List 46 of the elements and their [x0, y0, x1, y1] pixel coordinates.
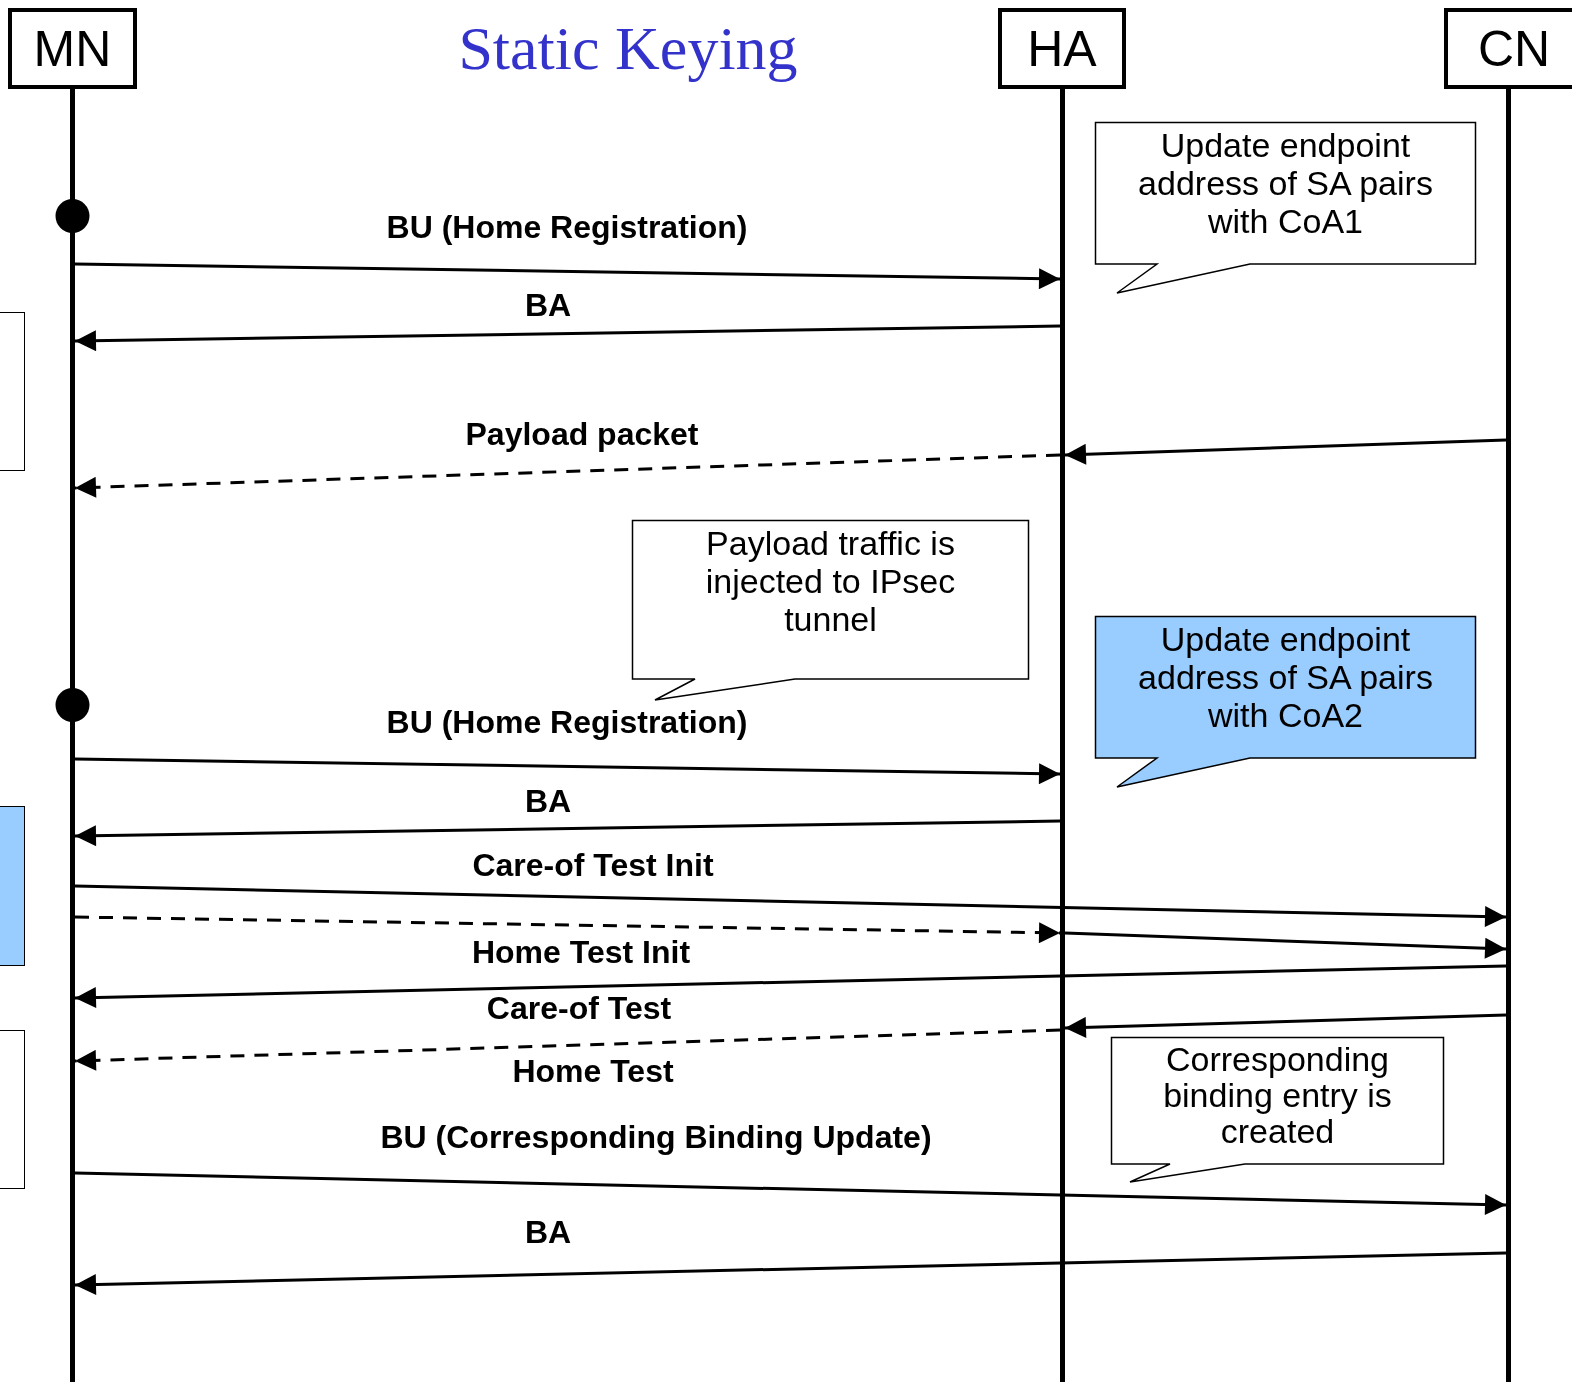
lifeline	[1060, 89, 1065, 1382]
message-arrow	[74, 262, 1061, 290]
message-arrow	[74, 1028, 1061, 1071]
participant-box	[998, 8, 1126, 89]
note-box	[0, 806, 25, 966]
participant-box	[1444, 8, 1572, 89]
edge-label: Home Test Init	[471, 936, 691, 968]
edge-label: Home Test	[512, 1055, 674, 1087]
edge-label: BA	[524, 289, 572, 321]
lifeline	[1506, 89, 1511, 1382]
message-arrow	[74, 1171, 1507, 1216]
participant-box	[8, 8, 137, 89]
message-arrow	[1064, 438, 1507, 465]
note-text: Update endpoint address of SA pairs with CoA1	[1137, 125, 1434, 240]
edge-label: Payload packet	[465, 418, 699, 450]
message-arrow	[74, 757, 1061, 785]
message-arrow	[74, 915, 1061, 944]
message-arrow	[1064, 931, 1507, 959]
edge-label: Care-of Test Init	[472, 849, 714, 881]
lifeline	[70, 89, 75, 1382]
message-arrow	[74, 453, 1061, 498]
edge-label: BU (Corresponding Binding Update)	[380, 1121, 932, 1153]
callout-note	[1094, 121, 1477, 295]
callout-note	[1110, 1036, 1445, 1184]
participant-name: HA	[1027, 23, 1097, 74]
edge-label: Care-of Test	[486, 992, 672, 1024]
message-arrow	[74, 819, 1061, 847]
message-arrow	[74, 324, 1061, 352]
edge-label: BU (Home Registration)	[386, 706, 748, 738]
edge-label: BU (Home Registration)	[386, 211, 748, 243]
note-box	[0, 312, 25, 471]
note-text: Payload traffic is injected to IPsec tunnel	[704, 523, 957, 638]
message-arrow	[74, 1251, 1507, 1296]
edge-label: BA	[524, 1216, 572, 1248]
note-box	[0, 1030, 25, 1189]
participant-name: MN	[33, 23, 112, 74]
callout-note	[1094, 615, 1477, 789]
callout-note	[631, 519, 1030, 702]
message-arrow	[1064, 1013, 1507, 1038]
participant-name: CN	[1477, 23, 1551, 74]
message-arrow	[74, 884, 1507, 928]
message-arrow	[74, 964, 1507, 1009]
note-text: Corresponding binding entry is created	[1162, 1039, 1393, 1149]
note-text: Update endpoint address of SA pairs with CoA2	[1137, 619, 1434, 734]
edge-label: BA	[524, 785, 572, 817]
diagram-title: Static Keying	[458, 12, 798, 84]
